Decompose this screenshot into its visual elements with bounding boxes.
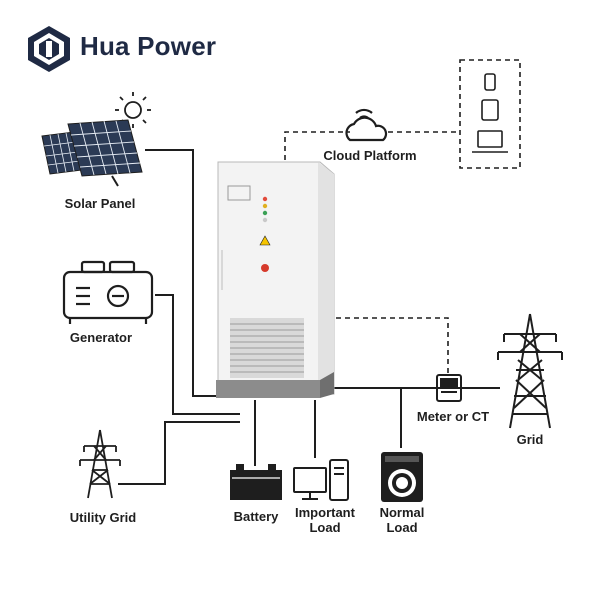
generator-icon <box>62 260 154 324</box>
laptop-icon <box>472 130 508 153</box>
cloud-icon <box>345 108 388 142</box>
cloud-platform-label: Cloud Platform <box>323 148 417 163</box>
solar-panel-label: Solar Panel <box>64 196 136 211</box>
solar-panel-icon <box>41 119 143 187</box>
grid-tower-icon <box>497 313 563 429</box>
utility-grid-label: Utility Grid <box>69 510 137 525</box>
meter-label: Meter or CT <box>416 409 490 424</box>
important-load-label-line1: Important <box>295 505 355 520</box>
utility-tower-icon <box>79 429 121 499</box>
battery-icon <box>230 464 282 500</box>
washing-machine-icon <box>381 452 423 502</box>
logo-icon <box>28 26 70 72</box>
generator-line <box>155 294 240 415</box>
inverter-cabinet <box>216 161 335 398</box>
phone-icon <box>484 73 496 91</box>
normal-load-label-line2: Load <box>386 520 418 535</box>
generator-label: Generator <box>69 330 133 345</box>
meter-link-line <box>336 317 449 375</box>
grid-label: Grid <box>516 432 544 447</box>
normal-load-line <box>333 387 402 448</box>
battery-label: Battery <box>233 509 279 524</box>
desktop-computer-icon <box>293 459 349 501</box>
devices-box <box>459 59 521 169</box>
important-load-label-line2: Load <box>309 520 341 535</box>
cloud-link-line <box>284 131 350 160</box>
utility-line <box>118 421 240 485</box>
tablet-icon <box>481 99 499 121</box>
brand-name: Hua Power <box>80 31 217 61</box>
normal-load-label-line1: Normal <box>379 505 425 520</box>
data-lines <box>284 131 460 375</box>
meter-icon <box>436 374 462 402</box>
